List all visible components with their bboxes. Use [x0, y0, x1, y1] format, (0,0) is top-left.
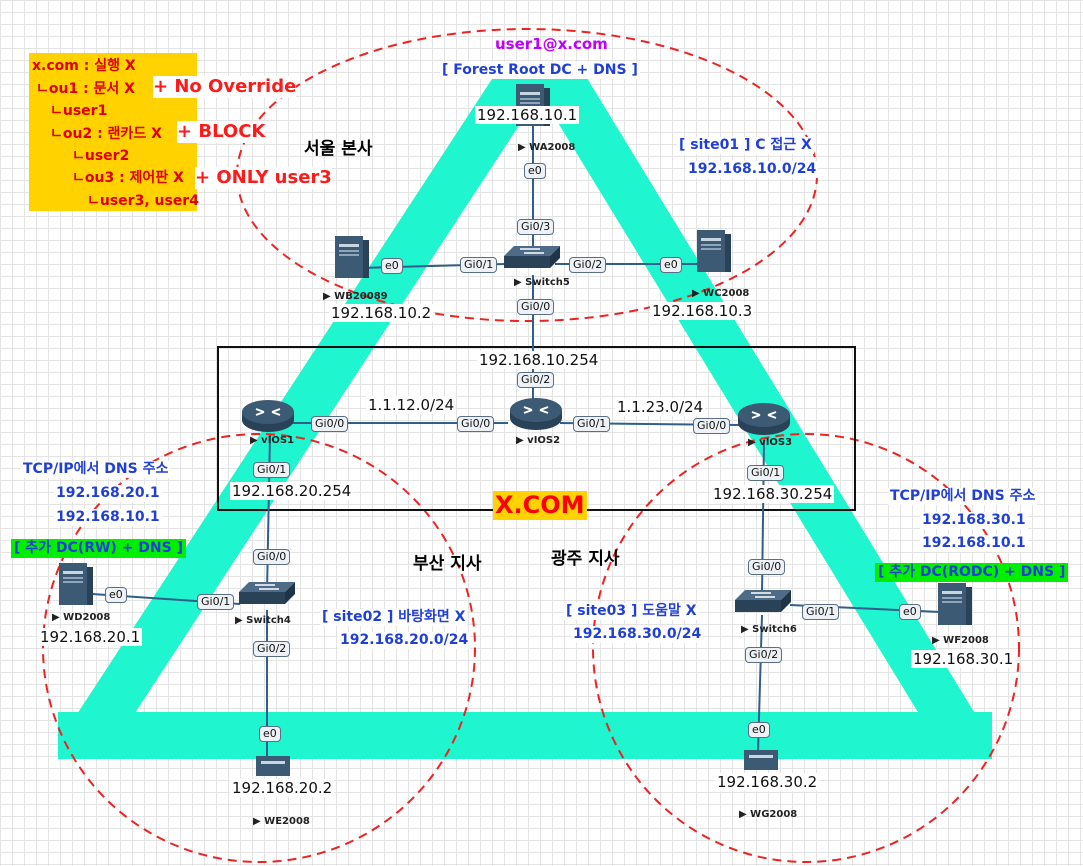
gwangju-site-info: [ site03 ] 도움말 X: [564, 603, 699, 620]
gwangju-site-ellipse: [592, 433, 1020, 863]
gwangju-subnet: 192.168.30.0/24: [571, 626, 704, 643]
port-r2-gi00: Gi0/0: [457, 416, 495, 432]
wg2008-ip: 192.168.30.2: [715, 773, 820, 791]
router-icon-vios2[interactable]: [509, 397, 563, 431]
policy-line: ㄴou1 : 문서 X: [36, 81, 135, 97]
port-r2-gi01: Gi0/1: [573, 416, 611, 432]
switch4-name: ▶ Switch4: [235, 615, 291, 626]
dns-left-title: TCP/IP에서 DNS 주소: [21, 461, 171, 478]
port-sw4-gi00: Gi0/0: [253, 549, 291, 565]
only-user3-note: + ONLY user3: [195, 167, 332, 189]
wd2008-ip: 192.168.20.1: [38, 628, 143, 646]
port-sw6-gi02: Gi0/2: [745, 647, 783, 663]
server-icon-wf2008[interactable]: [938, 583, 972, 625]
server-icon-wb2008[interactable]: [335, 236, 369, 278]
wb2008-name: ▶ WB20089: [323, 291, 388, 302]
gwangju-site-name: 광주 지사: [551, 549, 620, 569]
busan-site-info: [ site02 ] 바탕화면 X: [320, 609, 468, 626]
dns-left-role: [ 추가 DC(RW) + DNS ]: [11, 539, 186, 558]
switch-icon-switch4[interactable]: [238, 581, 296, 605]
seoul-site-name: 서울 본사: [304, 139, 373, 159]
no-override-note: + No Override: [153, 76, 297, 98]
policy-line: ㄴuser3, user4: [87, 193, 199, 209]
links: [91, 105, 941, 758]
vios2-name: ▶ vIOS2: [516, 435, 561, 446]
link-r2-r3-subnet: 1.1.23.0/24: [615, 398, 706, 416]
we2008-ip: 192.168.20.2: [230, 779, 335, 797]
port-r3-gi01: Gi0/1: [747, 465, 785, 481]
seoul-site-info: [ site01 ] C 접근 X: [677, 137, 814, 154]
wg2008-name: ▶ WG2008: [739, 809, 798, 820]
vios1-name: ▶ vIOS1: [250, 435, 295, 446]
wf2008-ip: 192.168.30.1: [911, 650, 1016, 668]
switch5-name: ▶ Switch5: [514, 277, 570, 288]
port-wg-e0: e0: [748, 722, 770, 738]
policy-line: x.com : 실행 X: [32, 58, 136, 74]
dns-right-title: TCP/IP에서 DNS 주소: [888, 488, 1038, 505]
policy-line: ㄴou3 : 제어판 X: [72, 170, 184, 186]
wa2008-name: ▶ WA2008: [518, 142, 576, 153]
port-wd-e0: e0: [105, 587, 127, 603]
port-wf-e0: e0: [899, 604, 921, 620]
dns-right-ip1: 192.168.30.1: [920, 512, 1028, 529]
vios2-ip: 192.168.10.254: [477, 351, 601, 369]
port-sw5-gi01: Gi0/1: [460, 257, 498, 273]
policy-line: ㄴou2 : 랜카드 X: [50, 126, 162, 142]
port-wc-e0: e0: [660, 257, 682, 273]
router-icon-vios3[interactable]: [737, 402, 791, 436]
forest-root-label: [ Forest Root DC + DNS ]: [440, 62, 640, 79]
port-r3-gi00: Gi0/0: [693, 418, 731, 434]
block-note: + BLOCK: [177, 121, 266, 143]
domain-label: X.COM: [493, 491, 587, 520]
port-sw5-gi03: Gi0/3: [517, 219, 555, 235]
wb2008-ip: 192.168.10.2: [329, 304, 434, 322]
root-user-label: user1@x.com: [495, 35, 608, 53]
dns-left-ip1: 192.168.20.1: [54, 485, 162, 502]
we2008-name: ▶ WE2008: [253, 816, 310, 827]
dns-right-ip2: 192.168.10.1: [920, 535, 1028, 552]
busan-site-ellipse: [42, 433, 476, 863]
port-we-e0: e0: [259, 726, 281, 742]
wc2008-name: ▶ WC2008: [692, 288, 750, 299]
wd2008-name: ▶ WD2008: [52, 612, 111, 623]
busan-site-name: 부산 지사: [413, 554, 482, 574]
port-sw4-gi02: Gi0/2: [253, 641, 291, 657]
domain-triangle: [58, 66, 992, 759]
router-icon-vios1[interactable]: [241, 399, 295, 433]
port-r1-gi01: Gi0/1: [253, 462, 291, 478]
link-r1-r2-subnet: 1.1.12.0/24: [366, 396, 457, 414]
vios3-name: ▶ vIOS3: [748, 437, 793, 448]
wc2008-ip: 192.168.10.3: [650, 302, 755, 320]
server-icon-wd2008[interactable]: [59, 563, 93, 605]
busan-subnet: 192.168.20.0/24: [338, 632, 471, 649]
port-wb-e0: e0: [381, 258, 403, 274]
wa2008-ip: 192.168.10.1: [475, 106, 580, 124]
policy-line: ㄴuser1: [50, 103, 108, 119]
vios1-ip: 192.168.20.254: [230, 482, 354, 500]
switch-icon-switch5[interactable]: [503, 245, 561, 269]
wf2008-name: ▶ WF2008: [932, 635, 989, 646]
server-icon-wc2008[interactable]: [697, 230, 731, 272]
vios3-ip: 192.168.30.254: [711, 485, 835, 503]
dns-left-ip2: 192.168.10.1: [54, 509, 162, 526]
port-sw6-gi01: Gi0/1: [802, 604, 840, 620]
policy-line: ㄴuser2: [72, 148, 130, 164]
switch6-name: ▶ Switch6: [741, 624, 797, 635]
port-sw5-gi00: Gi0/0: [517, 299, 555, 315]
port-r2-gi02: Gi0/2: [517, 372, 555, 388]
port-sw5-gi02: Gi0/2: [569, 257, 607, 273]
port-sw6-gi00: Gi0/0: [748, 559, 786, 575]
port-sw4-gi01: Gi0/1: [197, 594, 235, 610]
dns-right-role: [ 추가 DC(RODC) + DNS ]: [875, 563, 1069, 582]
port-r1-gi00: Gi0/0: [311, 416, 349, 432]
switch-icon-switch6[interactable]: [734, 589, 792, 613]
seoul-subnet: 192.168.10.0/24: [686, 161, 819, 178]
port-wa-e0: e0: [524, 163, 546, 179]
